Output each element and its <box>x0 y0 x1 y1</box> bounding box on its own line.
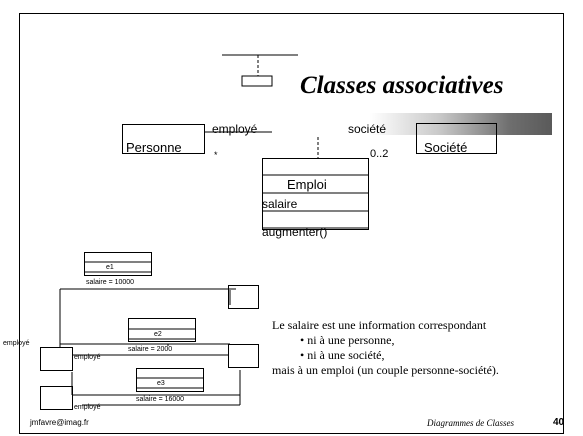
object-e3-box <box>136 368 204 392</box>
class-societe-box <box>416 123 497 154</box>
object-e2-label: e2 <box>154 331 162 338</box>
footer-email: jmfavre@imag.fr <box>30 418 89 427</box>
class-societe-label: Société <box>424 140 468 155</box>
object-personne-2 <box>40 386 73 410</box>
role-employe-left: employé <box>3 340 30 347</box>
class-emploi-label: Emploi <box>287 177 327 192</box>
object-societe-1 <box>228 285 259 309</box>
title-gradient-bar <box>272 113 552 135</box>
object-e3-label: e3 <box>157 380 165 387</box>
object-e2-salary: salaire = 2000 <box>128 346 173 353</box>
object-e1-salary: salaire = 10000 <box>86 279 135 286</box>
emploi-method: augmenter() <box>262 225 328 239</box>
object-e1-box <box>84 252 152 276</box>
footer-course: Diagrammes de Classes <box>427 418 514 428</box>
page-number: 40 <box>553 417 565 428</box>
text-line-4: mais à un emploi (un couple personne-soc… <box>272 363 499 377</box>
class-personne-label: Personne <box>126 140 182 155</box>
object-societe-2 <box>228 344 259 368</box>
text-line-1: Le salaire est une information correspon… <box>272 318 487 332</box>
slide-frame <box>19 13 564 434</box>
role-employe-2: employé <box>74 404 101 411</box>
multiplicity-0-2: 0..2 <box>370 148 389 160</box>
page-title: Classes associatives <box>300 72 504 99</box>
class-emploi-box <box>262 158 369 230</box>
object-e3-salary: salaire = 16000 <box>136 396 185 403</box>
role-employe-1: employé <box>74 354 101 361</box>
class-personne-box <box>122 124 205 154</box>
role-societe: société <box>348 122 387 136</box>
role-employe: employé <box>212 122 258 136</box>
object-personne-1 <box>40 347 73 371</box>
text-bullet-1: • ni à une personne, <box>300 333 395 347</box>
object-e2-box <box>128 318 196 342</box>
object-e1-label: e1 <box>106 264 114 271</box>
multiplicity-star: * <box>214 150 218 160</box>
text-bullet-2: • ni à une société, <box>300 348 385 362</box>
emploi-attribute: salaire <box>262 197 298 211</box>
